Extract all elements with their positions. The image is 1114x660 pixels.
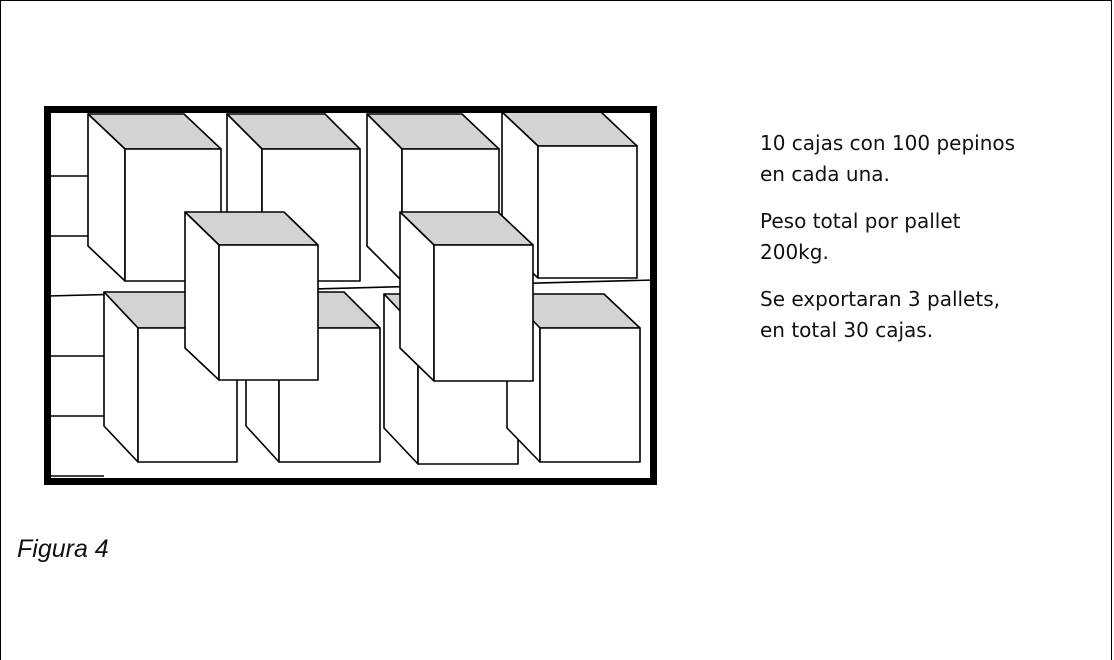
- pallet-info: 10 cajas con 100 pepinos en cada una. Pe…: [760, 128, 1080, 362]
- info-line: en total 30 cajas.: [760, 318, 934, 342]
- info-line: en cada una.: [760, 162, 890, 186]
- info-export: Se exportaran 3 pallets, en total 30 caj…: [760, 284, 1080, 346]
- info-line: 10 cajas con 100 pepinos: [760, 131, 1016, 155]
- info-line: Se exportaran 3 pallets,: [760, 287, 1000, 311]
- box: [184, 211, 319, 381]
- info-line: Peso total por pallet: [760, 209, 961, 233]
- box: [399, 211, 534, 382]
- info-weight: Peso total por pallet 200kg.: [760, 206, 1080, 268]
- pallet-border: [44, 106, 657, 485]
- figure-caption: Figura 4: [17, 535, 109, 563]
- info-boxes: 10 cajas con 100 pepinos en cada una.: [760, 128, 1080, 190]
- info-line: 200kg.: [760, 240, 829, 264]
- pallet-diagram: [44, 106, 657, 485]
